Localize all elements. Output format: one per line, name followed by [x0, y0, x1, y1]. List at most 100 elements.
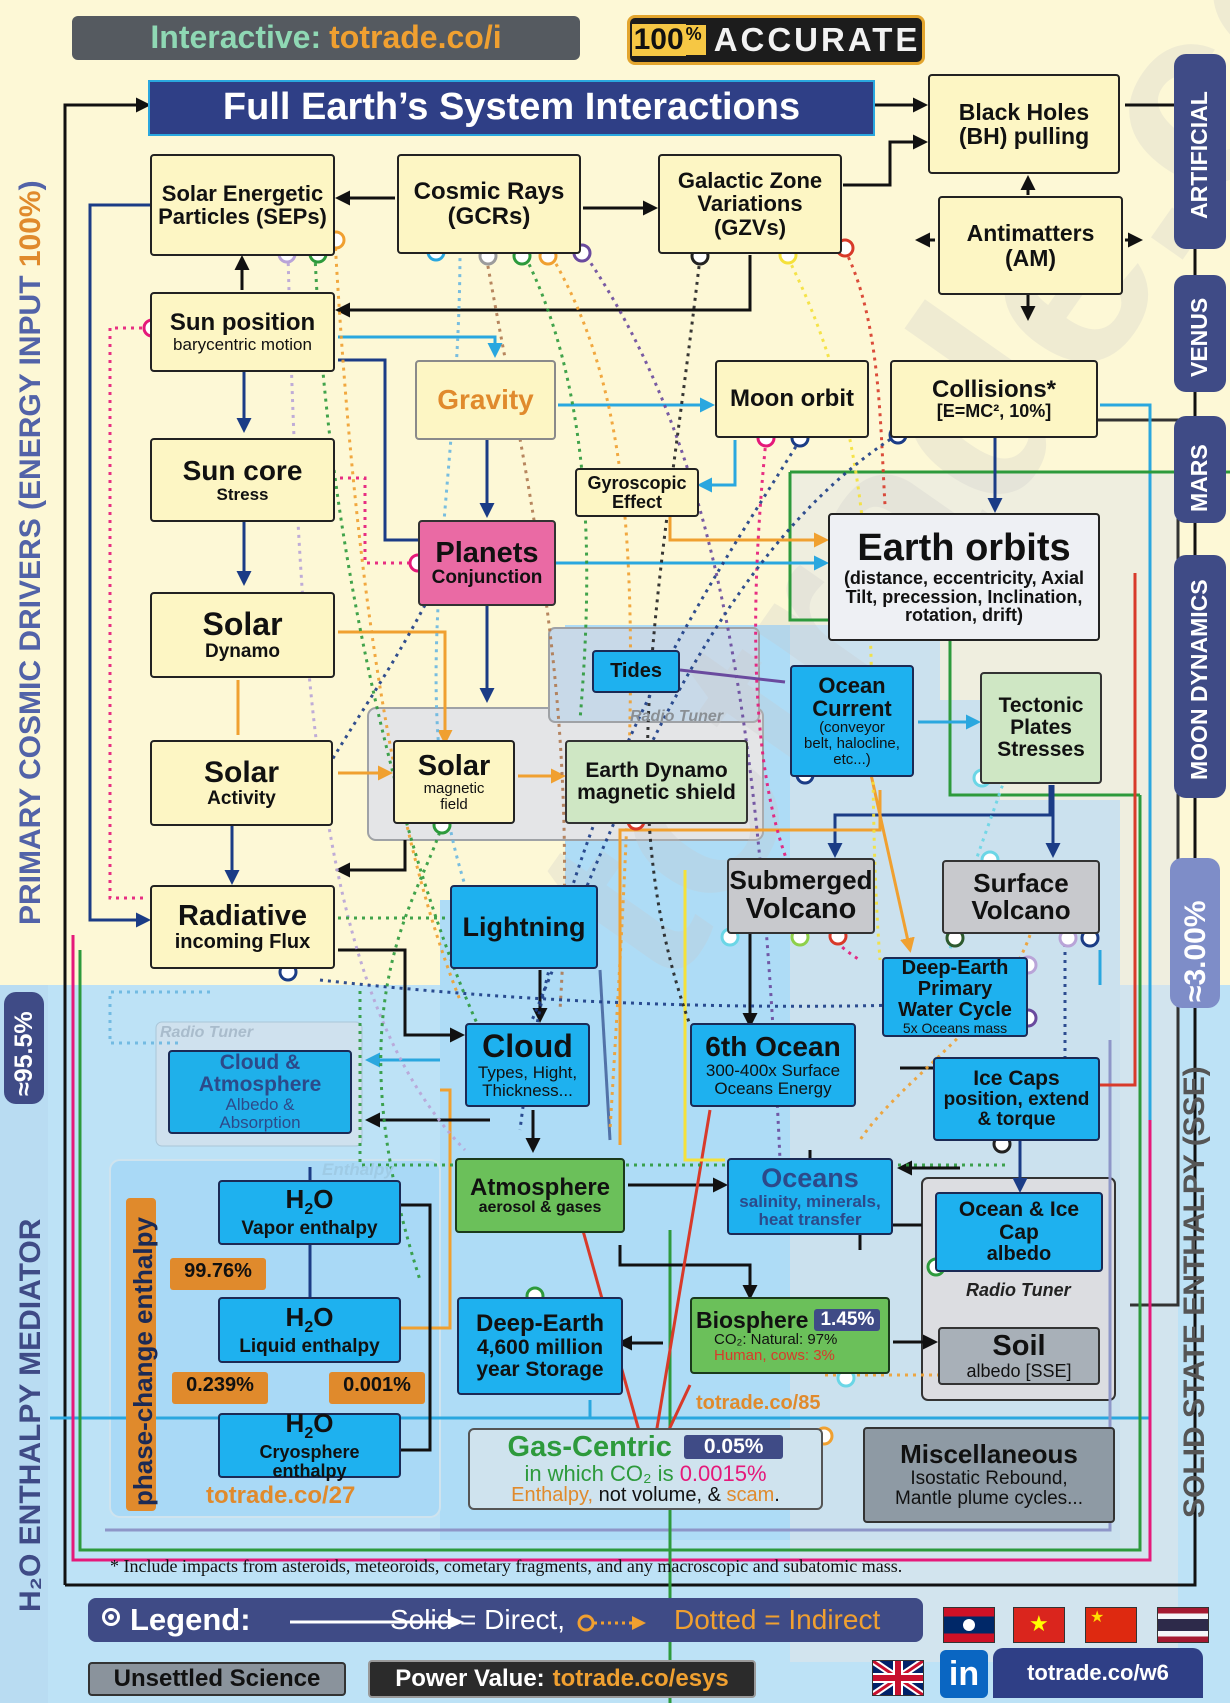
node-deep-earth-storage[interactable]: Deep-Earth 4,600 million year Storage [457, 1297, 623, 1395]
node-biosphere[interactable]: Biosphere 1.45% CO₂: Natural: 97% Human,… [690, 1297, 890, 1374]
node-des-line1: Deep-Earth [475, 1310, 605, 1338]
node-ocean-ice-albedo[interactable]: Ocean & Ice Cap albedo [935, 1192, 1103, 1272]
node-oceans-line1: Oceans [761, 1163, 859, 1194]
node-soil[interactable]: Soil albedo [SSE] [938, 1327, 1100, 1385]
pill-artificial: ARTIFICIAL [1174, 54, 1226, 249]
legend-solid-arrow [290, 1615, 464, 1629]
node-vapor-sub: 2 [304, 1201, 314, 1219]
interactive-url[interactable]: totrade.co/i [329, 19, 502, 56]
pct-pill-3-text: ≈3.00% [1179, 900, 1212, 1002]
node-gcrs-line1: Cosmic Rays [413, 177, 565, 205]
node-tides[interactable]: Tides [592, 650, 680, 693]
node-ocean-current-line2: Current [812, 696, 892, 722]
node-cloud-atmosphere-albedo[interactable]: Cloud & Atmosphere Albedo & Absorption [168, 1050, 352, 1134]
node-seps-line1: Solar Energetic [161, 180, 324, 206]
node-soil-line1: Soil [992, 1330, 1046, 1363]
node-solar-activity-line2: Activity [207, 787, 276, 809]
node-ocean-current-line4: belt, halocline, [804, 735, 900, 753]
node-black-holes-line2: (BH) pulling [958, 123, 1090, 149]
unsettled-science-text: Unsettled Science [113, 1665, 321, 1693]
node-gyroscopic-line2: Effect [611, 491, 662, 512]
node-collisions[interactable]: Collisions* [E=MC², 10%] [890, 360, 1098, 438]
node-des-line2: 4,600 million [476, 1335, 604, 1359]
w6-link[interactable]: totrade.co/w6 [993, 1648, 1203, 1698]
node-cryo-o: O [313, 1408, 334, 1439]
interactive-link-banner[interactable]: Interactive: totrade.co/i [72, 16, 580, 60]
linkedin-icon[interactable]: in [940, 1650, 988, 1698]
accuracy-badge: 100 % ACCURATE [627, 15, 925, 65]
node-antimatters[interactable]: Antimatters (AM) [938, 196, 1123, 295]
node-earth-orbits[interactable]: Earth orbits (distance, eccentricity, Ax… [828, 513, 1100, 641]
node-gcrs[interactable]: Cosmic Rays (GCRs) [397, 154, 581, 254]
node-miscellaneous[interactable]: Miscellaneous Isostatic Rebound, Mantle … [863, 1427, 1115, 1523]
pct-pill-95: ≈95.5% [4, 992, 44, 1104]
gas-centric-line3b: not volume, & [593, 1484, 727, 1507]
node-lightning-label: Lightning [462, 911, 586, 942]
node-seps[interactable]: Solar Energetic Particles (SEPs) [150, 154, 335, 256]
footnote: * Include impacts from asteroids, meteor… [110, 1556, 903, 1576]
node-solar-magnetic-line3: field [440, 796, 468, 814]
node-ocean-current-line5: etc...) [833, 750, 871, 768]
node-h2o-cryosphere[interactable]: H2O Cryosphere enthalpy [218, 1409, 401, 1480]
node-black-holes[interactable]: Black Holes (BH) pulling [928, 74, 1120, 174]
node-earth-orbits-line1: Earth orbits [857, 526, 1071, 569]
power-value-url[interactable]: totrade.co/esys [552, 1665, 729, 1693]
side-label-primary-text: PRIMARY COSMIC DRIVERS (ENERGY INPUT [14, 267, 47, 925]
node-deep-earth-water-cycle[interactable]: Deep-Earth Primary Water Cycle 5x Oceans… [882, 957, 1028, 1037]
node-soil-line2: albedo [SSE] [966, 1360, 1072, 1381]
gas-centric-line2: in which CO₂ is 0.0015% [524, 1462, 766, 1485]
node-earth-orbits-line4: rotation, drift) [905, 605, 1023, 626]
node-gyroscopic[interactable]: Gyroscopic Effect [575, 468, 699, 517]
node-radiative[interactable]: Radiative incoming Flux [150, 885, 335, 969]
node-moon-orbit[interactable]: Moon orbit [715, 360, 869, 438]
node-atmosphere[interactable]: Atmosphere aerosol & gases [455, 1158, 625, 1233]
w6-link-text[interactable]: totrade.co/w6 [1027, 1660, 1169, 1686]
pct-pill-3: ≈3.00% [1170, 858, 1220, 1008]
node-gzvs[interactable]: Galactic Zone Variations (GZVs) [658, 154, 842, 254]
power-value-link[interactable]: Power Value: totrade.co/esys [368, 1660, 756, 1698]
side-label-sse: SOLID STATE ENTHALPY (SSE) [1178, 1066, 1211, 1518]
node-solar-magnetic[interactable]: Solar magnetic field [393, 740, 515, 824]
node-vapor-o: O [313, 1184, 334, 1215]
node-solar-dynamo-line1: Solar [202, 606, 283, 643]
node-gas-centric[interactable]: Gas-Centric 0.05% in which CO₂ is 0.0015… [468, 1428, 823, 1510]
node-solar-dynamo[interactable]: Solar Dynamo [150, 592, 335, 678]
gas-centric-line3d: . [774, 1484, 780, 1507]
node-h2o-liquid[interactable]: H2O Liquid enthalpy [218, 1297, 401, 1363]
node-solar-activity[interactable]: Solar Activity [150, 740, 333, 826]
node-submerged-volcano[interactable]: Submerged Volcano [727, 858, 875, 934]
node-ice-caps-line3: & torque [977, 1109, 1056, 1131]
node-oceans[interactable]: Oceans salinity, minerals, heat transfer [727, 1158, 893, 1235]
node-tectonic[interactable]: Tectonic Plates Stresses [980, 672, 1102, 784]
pill-moon-dynamics: MOON DYNAMICS [1174, 555, 1226, 798]
node-sun-core[interactable]: Sun core Stress [150, 438, 335, 522]
node-6th-ocean-line1: 6th Ocean [705, 1031, 841, 1063]
gas-centric-title-row: Gas-Centric 0.05% [508, 1431, 784, 1462]
gas-centric-line2a: in which CO₂ is [524, 1461, 680, 1487]
legend-title: Legend: [130, 1602, 251, 1637]
node-lightning[interactable]: Lightning [450, 885, 598, 969]
node-vapor-formula: H2O [286, 1184, 334, 1219]
node-gravity-label: Gravity [437, 384, 534, 416]
node-sun-position[interactable]: Sun position barycentric motion [150, 292, 335, 372]
node-gzvs-line3: (GZVs) [713, 214, 787, 240]
node-cloud-line3: Thickness... [482, 1080, 573, 1100]
node-planets-line1: Planets [435, 536, 539, 569]
link-27[interactable]: totrade.co/27 [206, 1482, 356, 1509]
node-solar-magnetic-line2: magnetic [423, 780, 485, 798]
node-earth-dynamo[interactable]: Earth Dynamo magnetic shield [565, 740, 748, 824]
node-planets[interactable]: Planets Conjunction [418, 520, 556, 606]
link-85[interactable]: totrade.co/85 [696, 1392, 821, 1414]
node-surface-volcano[interactable]: Surface Volcano [942, 860, 1100, 934]
node-submerged-line1: Submerged [729, 865, 873, 896]
node-biosphere-pct: 1.45% [814, 1308, 881, 1331]
node-h2o-vapor[interactable]: H2O Vapor enthalpy [218, 1180, 401, 1245]
node-ocean-current[interactable]: Ocean Current (conveyor belt, halocline,… [790, 665, 914, 777]
node-gravity[interactable]: Gravity [415, 360, 556, 440]
node-ice-caps[interactable]: Ice Caps position, extend & torque [933, 1057, 1100, 1141]
node-cloud[interactable]: Cloud Types, Hight, Thickness... [465, 1023, 590, 1107]
node-sun-position-line1: Sun position [169, 309, 316, 337]
node-cryo-h: H [285, 1408, 305, 1439]
node-6th-ocean[interactable]: 6th Ocean 300-400x Surface Oceans Energy [690, 1023, 856, 1107]
pill-venus: VENUS [1174, 275, 1226, 392]
